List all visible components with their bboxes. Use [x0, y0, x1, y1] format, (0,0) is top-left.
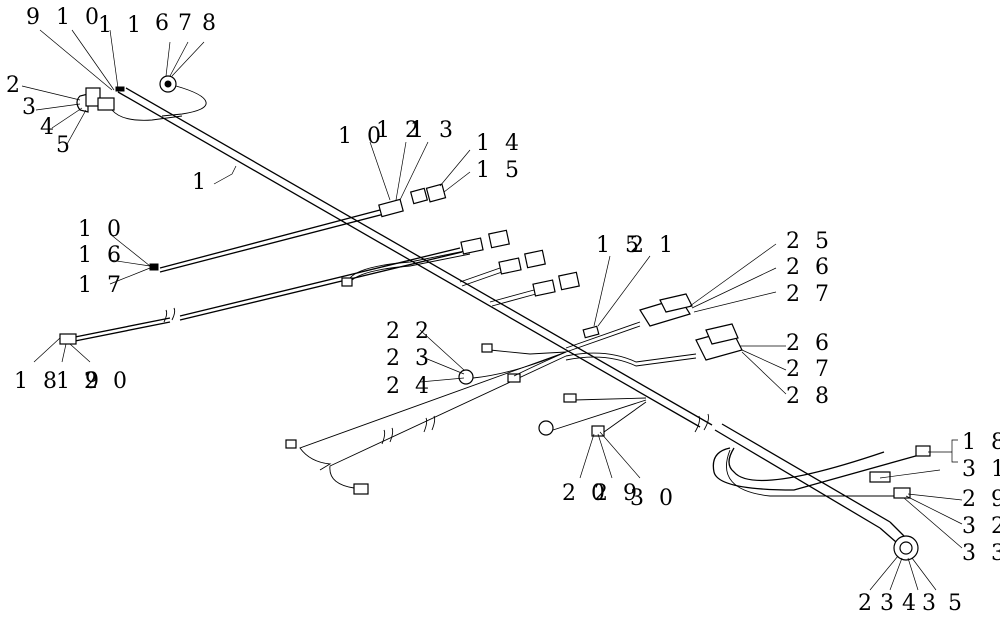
callout-20-left: 2 0: [84, 369, 131, 394]
callout-27-a: 2 7: [786, 282, 833, 307]
callout-3-bot: 3: [880, 591, 898, 616]
callout-2-bot: 2: [858, 591, 876, 616]
main-trunk-harness: [117, 87, 891, 529]
callout-29-right: 2 9: [962, 487, 1000, 512]
callout-28: 2 8: [786, 384, 833, 409]
callout-32: 3 2: [962, 514, 1000, 539]
callout-7: 7: [178, 11, 196, 36]
callout-10-left: 1 0: [78, 217, 125, 242]
callout-8: 8: [202, 11, 220, 36]
right-connector-branch: [565, 293, 743, 367]
callout-3-top: 3: [22, 95, 40, 120]
callout-16: 1 6: [78, 243, 125, 268]
callout-14: 1 4: [476, 131, 523, 156]
mid-lower-branch: [538, 393, 647, 437]
callout-23: 2 3: [386, 346, 433, 371]
callout-17: 1 7: [78, 273, 125, 298]
callout-26-b: 2 6: [786, 331, 833, 356]
callout-20-mid: 2 0: [562, 481, 609, 506]
callout-3-bot2: 3: [922, 591, 940, 616]
callout-13: 1 3: [410, 118, 457, 143]
callout-18-right: 1 8: [962, 430, 1000, 455]
callout-9: 9: [26, 5, 44, 30]
callout-labels: 9 1 0 1 1 6 7 8 2 3 4 5 1 0 1 2 1 3 1 4 …: [6, 5, 1000, 616]
callout-30: 3 0: [630, 486, 677, 511]
upper-branch-harness: [149, 183, 447, 273]
callout-15-mid: 1 5: [596, 233, 643, 258]
top-left-connector-group: [76, 75, 207, 121]
callout-33: 3 3: [962, 541, 1000, 566]
lower-left-branch: [285, 343, 567, 495]
middle-branch-harness: [59, 229, 580, 345]
callout-2-top: 2: [6, 73, 24, 98]
callout-22: 2 2: [386, 319, 433, 344]
callout-26-a: 2 6: [786, 255, 833, 280]
callout-10-mid: 1 0: [338, 124, 385, 149]
callout-11-top: 1 1: [98, 13, 145, 38]
callout-21: 2 1: [630, 233, 677, 258]
callout-4-bot: 4: [902, 591, 920, 616]
callout-29-mid: 2 9: [594, 481, 641, 506]
callout-19: 1 9: [56, 369, 103, 394]
callout-10-top: 1 0: [56, 5, 103, 30]
callout-31: 3 1: [962, 457, 1000, 482]
callout-4-top: 4: [40, 115, 58, 140]
callout-24: 2 4: [386, 374, 433, 399]
callout-25: 2 5: [786, 229, 833, 254]
callout-5-top: 5: [56, 133, 74, 158]
lower-right-branch: [712, 445, 931, 561]
callout-15: 1 5: [476, 158, 523, 183]
callout-5-bot: 5: [948, 591, 966, 616]
callout-12: 1 2: [376, 118, 423, 143]
callout-6: 6: [155, 11, 173, 36]
callout-1: 1: [192, 170, 210, 195]
leader-lines: [21, 29, 963, 591]
callout-18-left: 1 8: [14, 369, 61, 394]
callout-27-b: 2 7: [786, 357, 833, 382]
